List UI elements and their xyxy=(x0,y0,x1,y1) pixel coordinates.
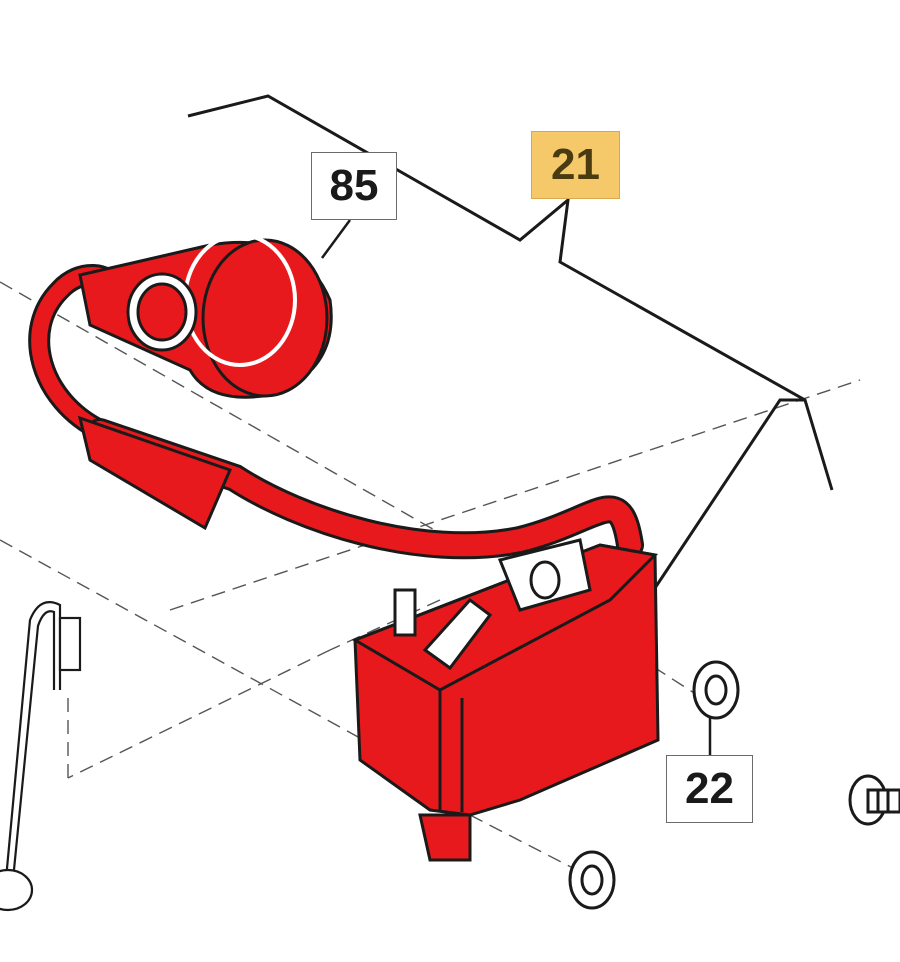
washer-icon xyxy=(568,850,616,910)
part-number-22: 22 xyxy=(666,755,753,823)
callout-21-leader xyxy=(187,94,834,589)
spark-plug-boot-icon xyxy=(28,233,333,441)
washer-icon xyxy=(692,660,740,720)
screw-icon xyxy=(848,774,900,826)
ignition-coil-icon xyxy=(351,538,660,862)
part-number-21-highlighted[interactable]: 21 xyxy=(531,131,620,199)
part-number-85: 85 xyxy=(311,152,397,220)
callout-85-leader xyxy=(320,219,352,259)
wire-harness-icon xyxy=(0,601,82,912)
ignition-cable-icon xyxy=(77,415,644,560)
